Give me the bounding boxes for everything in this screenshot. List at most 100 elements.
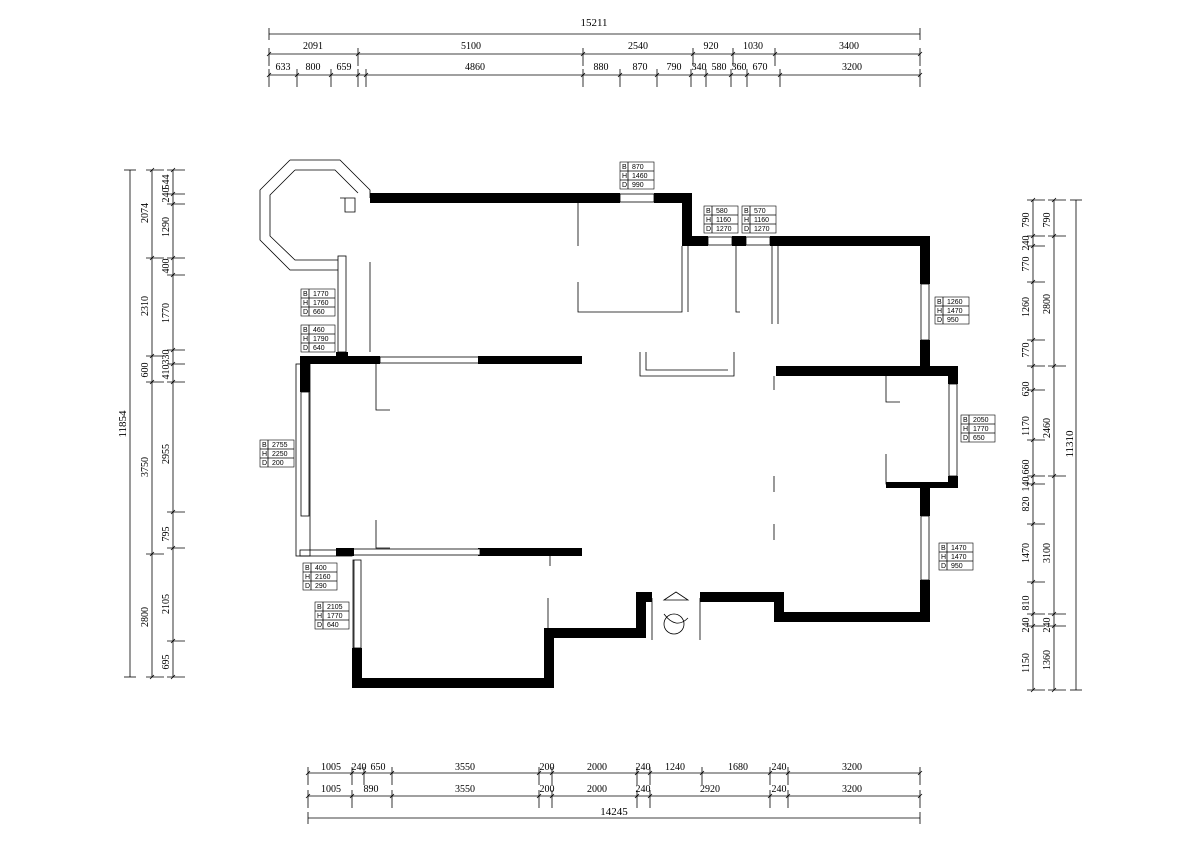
top-dim-1: 2091 — [303, 41, 323, 52]
top-sub-dim-1: 633 — [276, 62, 291, 73]
right-sub-dim-4: 1260 — [1021, 297, 1032, 317]
bottom-sub-dim-4: 200 — [540, 784, 555, 795]
left-total-dimension: 11854 — [117, 410, 129, 438]
bottom-sub-dim-2: 890 — [364, 784, 379, 795]
right-sub-dim-13: 240 — [1021, 618, 1032, 633]
tag-h-label: H — [262, 451, 267, 458]
tag-b-value: 580 — [716, 208, 728, 215]
tag-d-value: 1270 — [716, 226, 732, 233]
tag-h-value: 2250 — [272, 451, 288, 458]
tag-d-value: 200 — [272, 460, 284, 467]
window-tag-9: B H D 400 2160 290 — [302, 562, 338, 591]
window-tag-3: B H D 570 1160 1270 — [741, 205, 777, 234]
tag-h-label: H — [963, 426, 968, 433]
left-sub-dim-8: 2955 — [161, 444, 172, 464]
top-sub-dim-12: 3200 — [842, 62, 862, 73]
top-sub-dim-11: 670 — [753, 62, 768, 73]
left-sub-dim-7: 410 — [161, 365, 172, 380]
left-sub-dim-4: 400 — [161, 259, 172, 274]
tag-b-label: B — [305, 565, 310, 572]
right-dim-1: 790 — [1042, 213, 1053, 228]
tag-h-value: 1760 — [313, 300, 329, 307]
top-sub-dim-3: 659 — [337, 62, 352, 73]
top-wall-left — [370, 193, 620, 203]
bottom-sub-dim-8: 240 — [772, 784, 787, 795]
tag-d-label: D — [317, 622, 322, 629]
window-tag-1: B H D 870 1460 990 — [619, 161, 655, 190]
tag-h-value: 1470 — [951, 554, 967, 561]
right-sub-dim-3: 770 — [1021, 257, 1032, 272]
bottom-dim-8: 1240 — [665, 762, 685, 773]
left-sub-dim-10: 2105 — [161, 594, 172, 614]
right-dim-2: 2800 — [1042, 294, 1053, 314]
tag-h-value: 1460 — [632, 173, 648, 180]
tag-h-value: 1470 — [947, 308, 963, 315]
window-tags: B H D 870 1460 990 B H D 580 1160 1270 B… — [259, 161, 996, 630]
top-dim-3: 2540 — [628, 41, 648, 52]
tag-h-label: H — [305, 574, 310, 581]
right-dim-4: 3100 — [1042, 543, 1053, 563]
right-sub-dim-1: 790 — [1021, 213, 1032, 228]
tag-b-value: 570 — [754, 208, 766, 215]
bottom-sub-dim-7: 2920 — [700, 784, 720, 795]
window-tag-7: B H D 2755 2250 200 — [259, 439, 295, 468]
tag-h-value: 1160 — [716, 217, 731, 224]
right-sub-dim-8: 660 — [1021, 460, 1032, 475]
top-dim-5: 1030 — [743, 41, 763, 52]
tag-d-value: 990 — [632, 182, 644, 189]
top-dim-6: 3400 — [839, 41, 859, 52]
bottom-dim-7: 240 — [636, 762, 651, 773]
window-tag-4: B H D 1770 1760 660 — [300, 288, 336, 317]
left-sub-dim-11: 695 — [161, 655, 172, 670]
tag-b-value: 460 — [313, 327, 325, 334]
tag-b-label: B — [941, 545, 946, 552]
right-sub-dim-7: 1170 — [1021, 416, 1032, 436]
tag-d-label: D — [937, 317, 942, 324]
tag-d-label: D — [303, 309, 308, 316]
tag-d-label: D — [622, 182, 627, 189]
right-dim-5: 240 — [1042, 618, 1053, 633]
tag-b-label: B — [744, 208, 749, 215]
tag-h-label: H — [303, 300, 308, 307]
left-sub-dim-6: 330 — [161, 350, 172, 365]
tag-d-value: 660 — [313, 309, 325, 316]
tag-h-value: 1770 — [327, 613, 343, 620]
tag-b-value: 1260 — [947, 299, 963, 306]
floor-plan-walls — [259, 159, 958, 688]
tag-b-label: B — [937, 299, 942, 306]
bottom-dim-3: 650 — [371, 762, 386, 773]
tag-d-value: 640 — [327, 622, 339, 629]
tag-h-value: 1160 — [754, 217, 769, 224]
tag-h-value: 1790 — [313, 336, 329, 343]
window-tag-8: B H D 2050 1770 650 — [960, 414, 996, 443]
top-dim-4: 920 — [704, 41, 719, 52]
tag-h-label: H — [937, 308, 942, 315]
tag-h-label: H — [317, 613, 322, 620]
bottom-sub-dim-9: 3200 — [842, 784, 862, 795]
tag-b-value: 2050 — [973, 417, 989, 424]
tag-h-label: H — [303, 336, 308, 343]
tag-b-label: B — [317, 604, 322, 611]
bottom-sub-dim-1: 1005 — [321, 784, 341, 795]
tag-d-label: D — [305, 583, 310, 590]
right-sub-dim-11: 1470 — [1021, 543, 1032, 563]
tag-h-value: 1770 — [973, 426, 989, 433]
window-tag-6: B H D 1260 1470 950 — [934, 296, 970, 325]
tag-d-label: D — [706, 226, 711, 233]
left-dim-5: 2800 — [140, 607, 151, 627]
top-sub-dim-5: 880 — [594, 62, 609, 73]
bay-window-outline — [259, 159, 371, 271]
tag-d-value: 640 — [313, 345, 325, 352]
right-sub-dim-10: 820 — [1021, 497, 1032, 512]
bottom-dimensions: 1005 240 650 3550 200 2000 240 1240 1680… — [305, 762, 923, 824]
bottom-dim-6: 2000 — [587, 762, 607, 773]
tag-b-value: 1770 — [313, 291, 329, 298]
window-tag-5: B H D 460 1790 640 — [300, 324, 336, 353]
tag-d-value: 950 — [951, 563, 963, 570]
tag-d-value: 290 — [315, 583, 327, 590]
right-sub-dim-5: 770 — [1021, 343, 1032, 358]
bottom-dim-11: 3200 — [842, 762, 862, 773]
tag-b-value: 870 — [632, 164, 644, 171]
top-sub-dim-2: 800 — [306, 62, 321, 73]
right-sub-dim-14: 1150 — [1021, 653, 1032, 673]
